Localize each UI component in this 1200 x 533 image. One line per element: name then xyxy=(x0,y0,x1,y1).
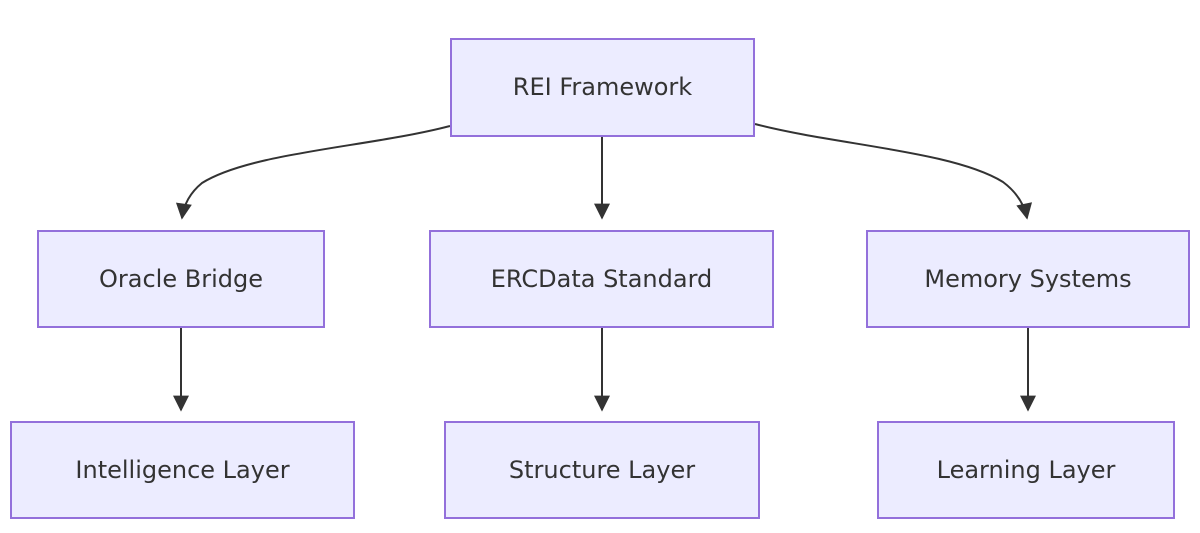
node-oracle-bridge-label: Oracle Bridge xyxy=(99,264,263,293)
node-intelligence-layer: Intelligence Layer xyxy=(10,421,355,519)
node-rei-framework-label: REI Framework xyxy=(512,73,693,102)
node-memory-systems-label: Memory Systems xyxy=(924,264,1132,293)
edge-rei-to-oracle xyxy=(175,125,451,220)
node-structure-layer-label: Structure Layer xyxy=(508,455,696,484)
node-intelligence-layer-label: Intelligence Layer xyxy=(75,455,290,484)
node-memory-systems: Memory Systems xyxy=(866,230,1190,328)
node-ercdata-standard-label: ERCData Standard xyxy=(490,264,713,293)
edge-rei-to-memory xyxy=(754,123,1033,220)
node-rei-framework: REI Framework xyxy=(450,38,755,137)
node-structure-layer: Structure Layer xyxy=(444,421,760,519)
node-oracle-bridge: Oracle Bridge xyxy=(37,230,325,328)
node-ercdata-standard: ERCData Standard xyxy=(429,230,774,328)
node-learning-layer: Learning Layer xyxy=(877,421,1175,519)
node-learning-layer-label: Learning Layer xyxy=(936,455,1116,484)
